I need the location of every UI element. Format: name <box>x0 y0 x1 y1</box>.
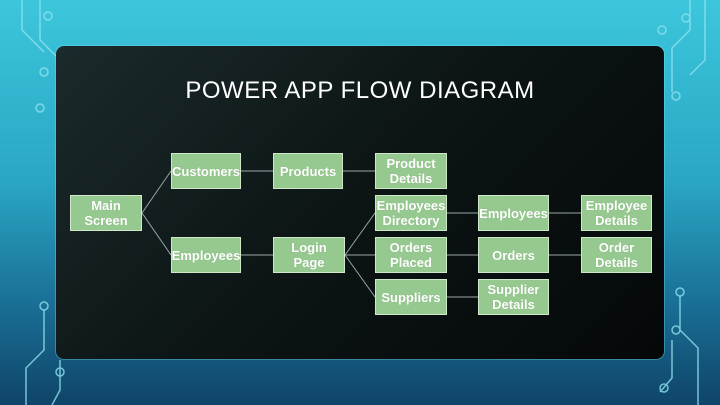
node-orders: Orders <box>478 237 549 273</box>
node-employee-details: Employee Details <box>581 195 652 231</box>
node-supplier-details-label: Supplier Details <box>487 282 540 312</box>
node-orders-placed: Orders Placed <box>375 237 447 273</box>
node-employee-details-label: Employee Details <box>585 198 648 228</box>
node-main-screen-label: Main Screen <box>84 198 128 228</box>
node-employees-directory: Employees Directory <box>375 195 447 231</box>
node-customers: Customers <box>171 153 241 189</box>
node-product-details-label: Product Details <box>386 156 436 186</box>
node-orders-placed-label: Orders Placed <box>389 240 433 270</box>
node-main-screen: Main Screen <box>70 195 142 231</box>
node-orders-label: Orders <box>492 247 535 263</box>
node-supplier-details: Supplier Details <box>478 279 549 315</box>
node-suppliers-label: Suppliers <box>381 289 441 305</box>
edge-main-employees <box>141 212 172 256</box>
node-suppliers: Suppliers <box>375 279 447 315</box>
edge-main-customers <box>141 170 172 214</box>
node-order-details-label: Order Details <box>595 240 638 270</box>
node-products-label: Products <box>279 163 337 179</box>
node-employees-label: Employees <box>171 247 241 263</box>
node-employees-2-label: Employees <box>479 205 548 221</box>
edge-login-directory <box>344 212 376 256</box>
node-employees: Employees <box>171 237 241 273</box>
node-product-details: Product Details <box>375 153 447 189</box>
content-panel <box>56 46 664 359</box>
node-order-details: Order Details <box>581 237 652 273</box>
slide-title: POWER APP FLOW DIAGRAM <box>185 77 535 104</box>
node-login-page: Login Page <box>273 237 345 273</box>
node-products: Products <box>273 153 343 189</box>
node-employees-2: Employees <box>478 195 549 231</box>
node-login-page-label: Login Page <box>291 240 327 270</box>
edge-login-suppliers <box>344 254 376 298</box>
node-customers-label: Customers <box>172 163 240 179</box>
node-employees-directory-label: Employees Directory <box>376 198 446 228</box>
